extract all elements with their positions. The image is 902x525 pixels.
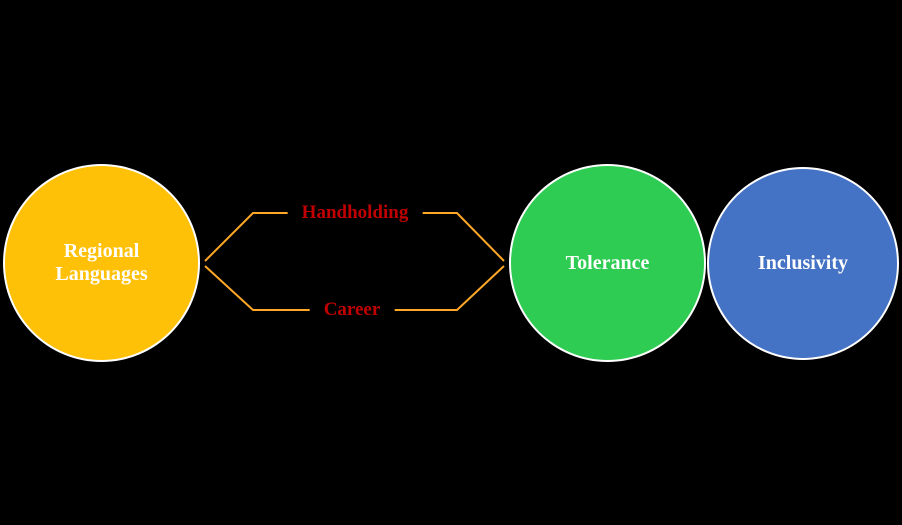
node-tolerance: Tolerance bbox=[509, 164, 706, 362]
node-inclusivity-label: Inclusivity bbox=[757, 252, 849, 274]
node-tolerance-label: Tolerance bbox=[565, 251, 650, 274]
connector-handholding-label: Handholding bbox=[287, 200, 423, 226]
node-regional-languages-label: Regional Languages bbox=[55, 240, 148, 285]
node-regional-languages: Regional Languages bbox=[3, 164, 200, 362]
connector-career-label: Career bbox=[309, 297, 395, 323]
node-inclusivity: Inclusivity bbox=[707, 167, 899, 360]
